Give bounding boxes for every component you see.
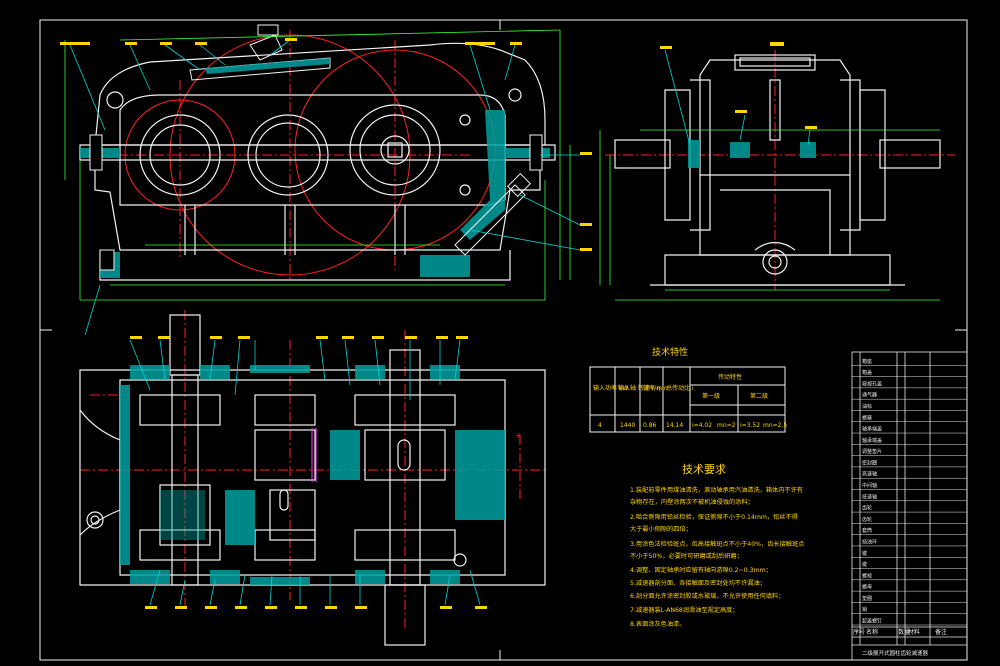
header-characteristic: 传动特性 bbox=[718, 373, 742, 381]
header-speed: 输入轴 转速 r/min bbox=[618, 384, 668, 392]
label-index: 序号 bbox=[853, 628, 865, 636]
parts-row-name: 轴承端盖 bbox=[862, 426, 882, 433]
cell-i1: i=4.02 bbox=[692, 422, 712, 429]
cell-i2: i=3.52 bbox=[740, 422, 760, 429]
gearbox-side-view-icon bbox=[599, 42, 955, 301]
cell-ratio: 14.14 bbox=[666, 422, 683, 429]
drawing-title: 二级展开式圆柱齿轮减速器 bbox=[862, 649, 929, 657]
requirement-line: 杂物存在，内壁涂两次不被机油侵蚀的涂料； bbox=[630, 498, 754, 506]
drawing-frame bbox=[39, 19, 968, 661]
gearbox-top-section-icon: + bbox=[60, 38, 817, 646]
cell-m1: mn=2 bbox=[717, 422, 736, 429]
parts-row-name: 中间轴 bbox=[862, 482, 877, 489]
technical-requirements: 技术要求 1.装配前零件用煤油清洗，滚动轴承用汽油清洗，箱体内不许有 杂物存在，… bbox=[630, 463, 804, 628]
cell-speed: 1440 bbox=[620, 422, 635, 429]
requirement-line: 6.剖分面允许涂密封胶或水玻璃，不允许使用任何填料； bbox=[630, 592, 784, 600]
subheader-stage-2: 第二级 bbox=[750, 392, 768, 400]
label-qty: 数量 bbox=[898, 628, 910, 636]
parts-row-name: 油标 bbox=[862, 403, 872, 410]
parts-row-name: 调整垫片 bbox=[862, 448, 882, 455]
requirement-line: 大于最小侧隙的四倍； bbox=[630, 525, 692, 533]
parts-row-name: 键 bbox=[862, 550, 867, 557]
parts-row-name: 销 bbox=[862, 606, 867, 613]
parts-row-name: 挡油环 bbox=[862, 538, 877, 545]
parts-row-name: 低速轴 bbox=[862, 493, 877, 500]
oil-dipstick-icon bbox=[454, 172, 532, 256]
subheader-stage-1: 第一级 bbox=[702, 392, 720, 400]
requirements-title: 技术要求 bbox=[682, 463, 726, 476]
header-ratio: 总传动比 i bbox=[666, 384, 694, 392]
header-power: 输入功率 kW bbox=[593, 384, 628, 392]
requirement-line: 1.装配前零件用煤油清洗，滚动轴承用汽油清洗，箱体内不许有 bbox=[630, 486, 803, 494]
parts-row-name: 齿轮 bbox=[862, 505, 872, 512]
requirement-line: 2.啮合侧隙用铅丝检验，保证侧隙不小于0.14mm，铅丝不得 bbox=[630, 513, 798, 521]
parts-row-name: 键 bbox=[862, 561, 867, 568]
label-name: 名称 bbox=[866, 628, 878, 636]
cell-efficiency: 0.86 bbox=[643, 422, 657, 429]
parts-row-name: 螺母 bbox=[862, 584, 872, 591]
label-material: 材料 bbox=[908, 628, 920, 636]
requirement-line: 3.用涂色法检验斑点，齿高接触斑点不小于40%，齿长接触斑点 bbox=[630, 540, 804, 548]
parts-row-name: 通气器 bbox=[862, 392, 877, 399]
svg-text:+: + bbox=[515, 431, 522, 440]
parts-row-name: 齿轮 bbox=[862, 516, 872, 523]
requirement-line: 7.减速器装L-AN68润滑油至规定高度； bbox=[630, 606, 739, 614]
cell-m2: mn=2.5 bbox=[763, 422, 787, 429]
title-block: 箱座箱盖窥视孔盖通气器油标螺塞轴承端盖轴承端盖调整垫片密封圈高速轴中间轴低速轴齿… bbox=[851, 351, 968, 661]
characteristics-table: 技术特性 输入功率 kW 输入轴 转速 r/min 效率 η 总传动比 i 传动… bbox=[589, 346, 787, 433]
requirement-line: 8.表面涂灰色油漆。 bbox=[630, 620, 685, 628]
requirement-line: 4.调整、固定轴承时应留有轴向游隙0.2~0.3mm； bbox=[630, 566, 772, 574]
parts-row-name: 螺栓 bbox=[862, 572, 872, 579]
parts-row-name: 窥视孔盖 bbox=[862, 380, 882, 387]
parts-row-name: 箱盖 bbox=[862, 369, 872, 376]
table-title: 技术特性 bbox=[652, 346, 688, 358]
parts-row-name: 密封圈 bbox=[862, 459, 877, 466]
parts-row-name: 箱座 bbox=[862, 358, 872, 365]
parts-row-name: 高速轴 bbox=[862, 471, 877, 478]
requirement-line: 不小于50%，必要时可研磨或刮后研磨； bbox=[630, 552, 743, 560]
parts-row-name: 螺塞 bbox=[862, 414, 872, 421]
header-efficiency: 效率 η bbox=[643, 384, 661, 392]
parts-row-name: 起盖螺钉 bbox=[862, 618, 882, 625]
label-remark: 备注 bbox=[935, 628, 947, 636]
parts-row-name: 轴承端盖 bbox=[862, 437, 882, 444]
parts-row-name: 垫圈 bbox=[862, 595, 872, 602]
cell-power: 4 bbox=[598, 422, 602, 429]
gearbox-front-view-icon bbox=[64, 24, 581, 336]
requirement-line: 5.减速器剖分面、各接触面及密封处均不许漏油； bbox=[630, 579, 766, 587]
parts-row-name: 套筒 bbox=[862, 527, 872, 534]
